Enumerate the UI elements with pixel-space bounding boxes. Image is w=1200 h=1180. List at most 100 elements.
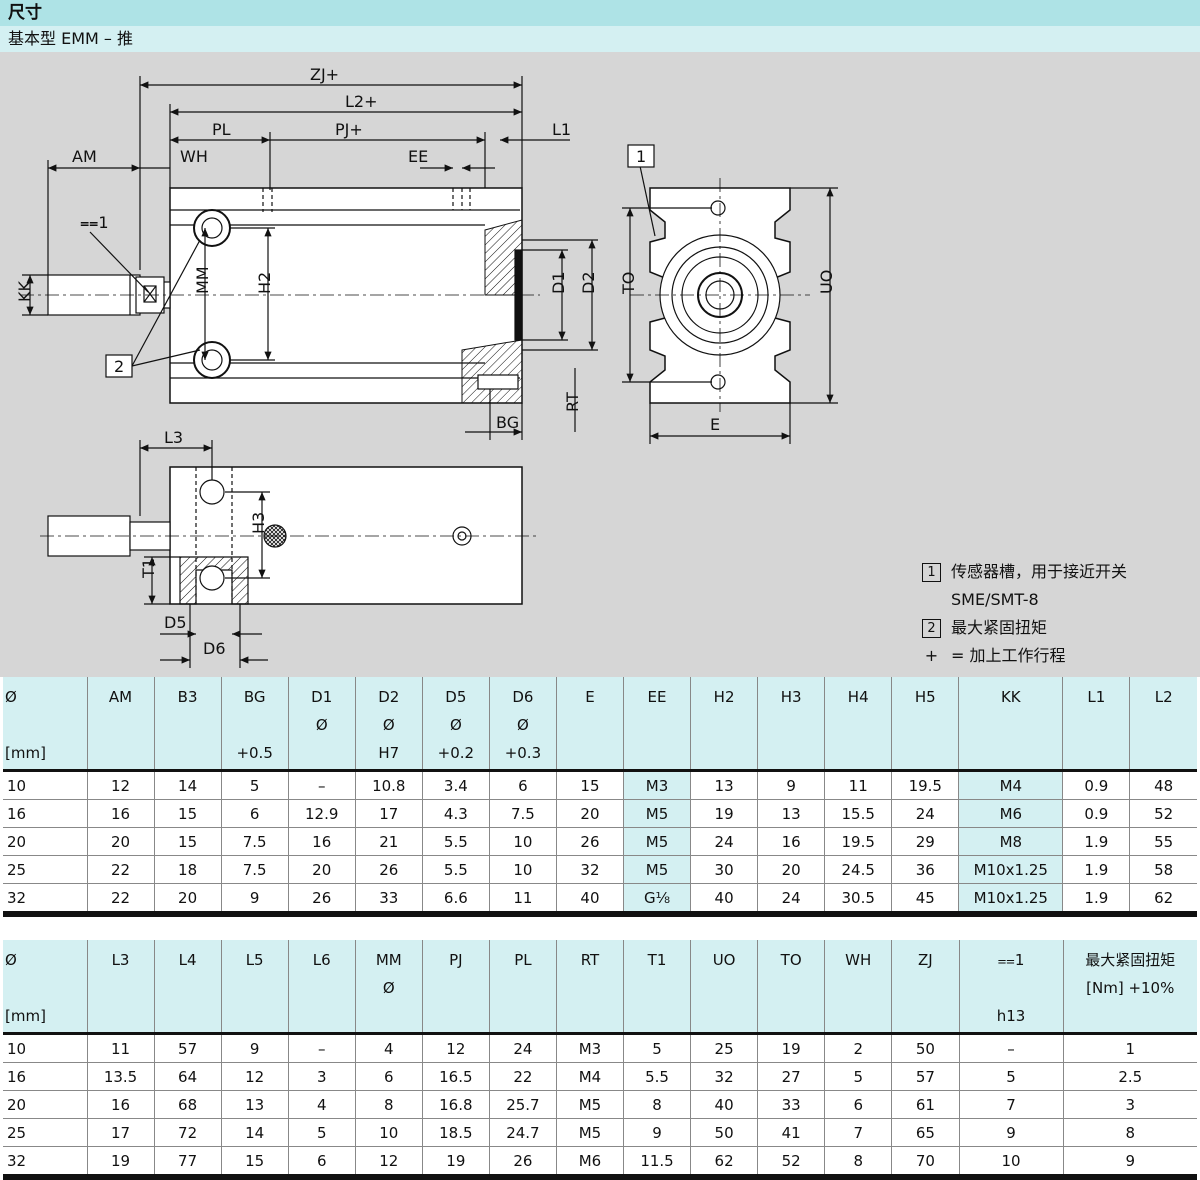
table-cell: 25 [690, 1033, 758, 1063]
column-header-line [961, 711, 1060, 739]
column-header-line: PL [514, 951, 532, 969]
table-cell: 11 [488, 883, 557, 917]
table-cell: 11 [86, 1033, 155, 1063]
table-cell: 6 [354, 1062, 423, 1091]
table-cell: 50 [690, 1118, 758, 1147]
table-cell: 9 [757, 770, 825, 800]
label-d2: D2 [579, 272, 598, 295]
column-header-line [760, 974, 822, 1002]
column-header: L2 [1129, 677, 1197, 771]
column-header-line: AM [108, 688, 133, 706]
table-cell: M10x1.25 [958, 855, 1063, 884]
column-header-line: Ø [5, 951, 17, 969]
label-kk: KK [15, 281, 34, 302]
label-d5: D5 [164, 613, 187, 632]
table-cell: 13 [757, 799, 825, 828]
column-header-line [827, 739, 889, 767]
table-cell: 25 [3, 855, 87, 884]
table-cell: 58 [1129, 855, 1197, 884]
table-cell: M6 [555, 1146, 624, 1180]
column-header-line [894, 711, 956, 739]
table-cell: 26 [287, 883, 356, 917]
table-cell: 9 [622, 1118, 691, 1147]
table-cell: 10 [3, 770, 87, 800]
table-cell: 18 [153, 855, 222, 884]
table-cell: 10 [488, 827, 557, 856]
callout-1: 1 [636, 147, 646, 166]
mount-hole-bottom [193, 341, 231, 379]
column-header: RT [555, 940, 624, 1034]
column-header-line [492, 1002, 554, 1030]
table-cell: 20 [287, 855, 356, 884]
column-header: T1 [622, 940, 691, 1034]
callout-2: 2 [114, 357, 124, 376]
table-cell: 24 [488, 1033, 557, 1063]
table-cell: 64 [153, 1062, 222, 1091]
legend-item-stroke: + = 加上工作行程 [922, 642, 1194, 670]
column-header-line: H5 [914, 688, 936, 706]
table-cell: 15 [555, 770, 624, 800]
table-cell: 5.5 [622, 1062, 691, 1091]
table-cell: 10.8 [354, 770, 423, 800]
column-header: H5 [891, 677, 959, 771]
column-header-line [626, 974, 688, 1002]
legend-text-3: = 加上工作行程 [951, 646, 1066, 665]
column-header-line [157, 739, 219, 767]
column-header-line: Ø [382, 979, 395, 997]
column-header-line: Ø [382, 716, 395, 734]
column-header: PJ [421, 940, 490, 1034]
table-cell: 19 [421, 1146, 490, 1180]
label-t1: T1 [139, 558, 158, 579]
table-cell: 33 [354, 883, 423, 917]
table-cell: 30.5 [824, 883, 892, 917]
column-header-line [962, 974, 1061, 1002]
table-cell: 24 [757, 883, 825, 917]
table-cell: 68 [153, 1090, 222, 1119]
column-header-line [291, 974, 353, 1002]
table-cell: 45 [891, 883, 959, 917]
table-cell: 15 [153, 827, 222, 856]
column-header-line [425, 974, 487, 1002]
column-header: AM [86, 677, 155, 771]
column-header-line [559, 974, 621, 1002]
column-header-line: L5 [245, 951, 264, 969]
legend-item-torque: 2 最大紧固扭矩 [922, 614, 1194, 642]
table-cell: 19.5 [891, 770, 959, 800]
column-header-line [559, 711, 621, 739]
table-cell: 22 [86, 855, 155, 884]
label-l3: L3 [164, 428, 183, 447]
table-cell: 41 [757, 1118, 825, 1147]
column-header: B3 [153, 677, 222, 771]
column-header-line [1065, 739, 1127, 767]
column-header-line [559, 739, 621, 767]
table-cell: 6 [824, 1090, 892, 1119]
column-header-line: BG [243, 688, 266, 706]
column-header: H3 [757, 677, 825, 771]
table-cell: 12 [220, 1062, 289, 1091]
table-cell: 24.7 [488, 1118, 557, 1147]
table-cell: M5 [622, 799, 691, 828]
table-cell: 19 [86, 1146, 155, 1180]
table-cell: 0.9 [1062, 799, 1130, 828]
label-l1: L1 [552, 120, 571, 139]
section-title: 尺寸 [0, 0, 1200, 26]
column-header-line [693, 974, 755, 1002]
column-header-line [693, 1002, 755, 1030]
table-cell: 14 [220, 1118, 289, 1147]
column-header: ⩵1 h13 [958, 940, 1063, 1034]
table-cell: 52 [757, 1146, 825, 1180]
column-header-line [693, 739, 755, 767]
table-cell: 26 [555, 827, 624, 856]
table-cell: 5 [622, 1033, 691, 1063]
table-cell: 12 [421, 1033, 490, 1063]
table-cell: 65 [891, 1118, 959, 1147]
table-cell: 9 [220, 883, 289, 917]
column-header-line: ZJ [918, 951, 933, 969]
column-header-line: KK [1000, 688, 1021, 706]
